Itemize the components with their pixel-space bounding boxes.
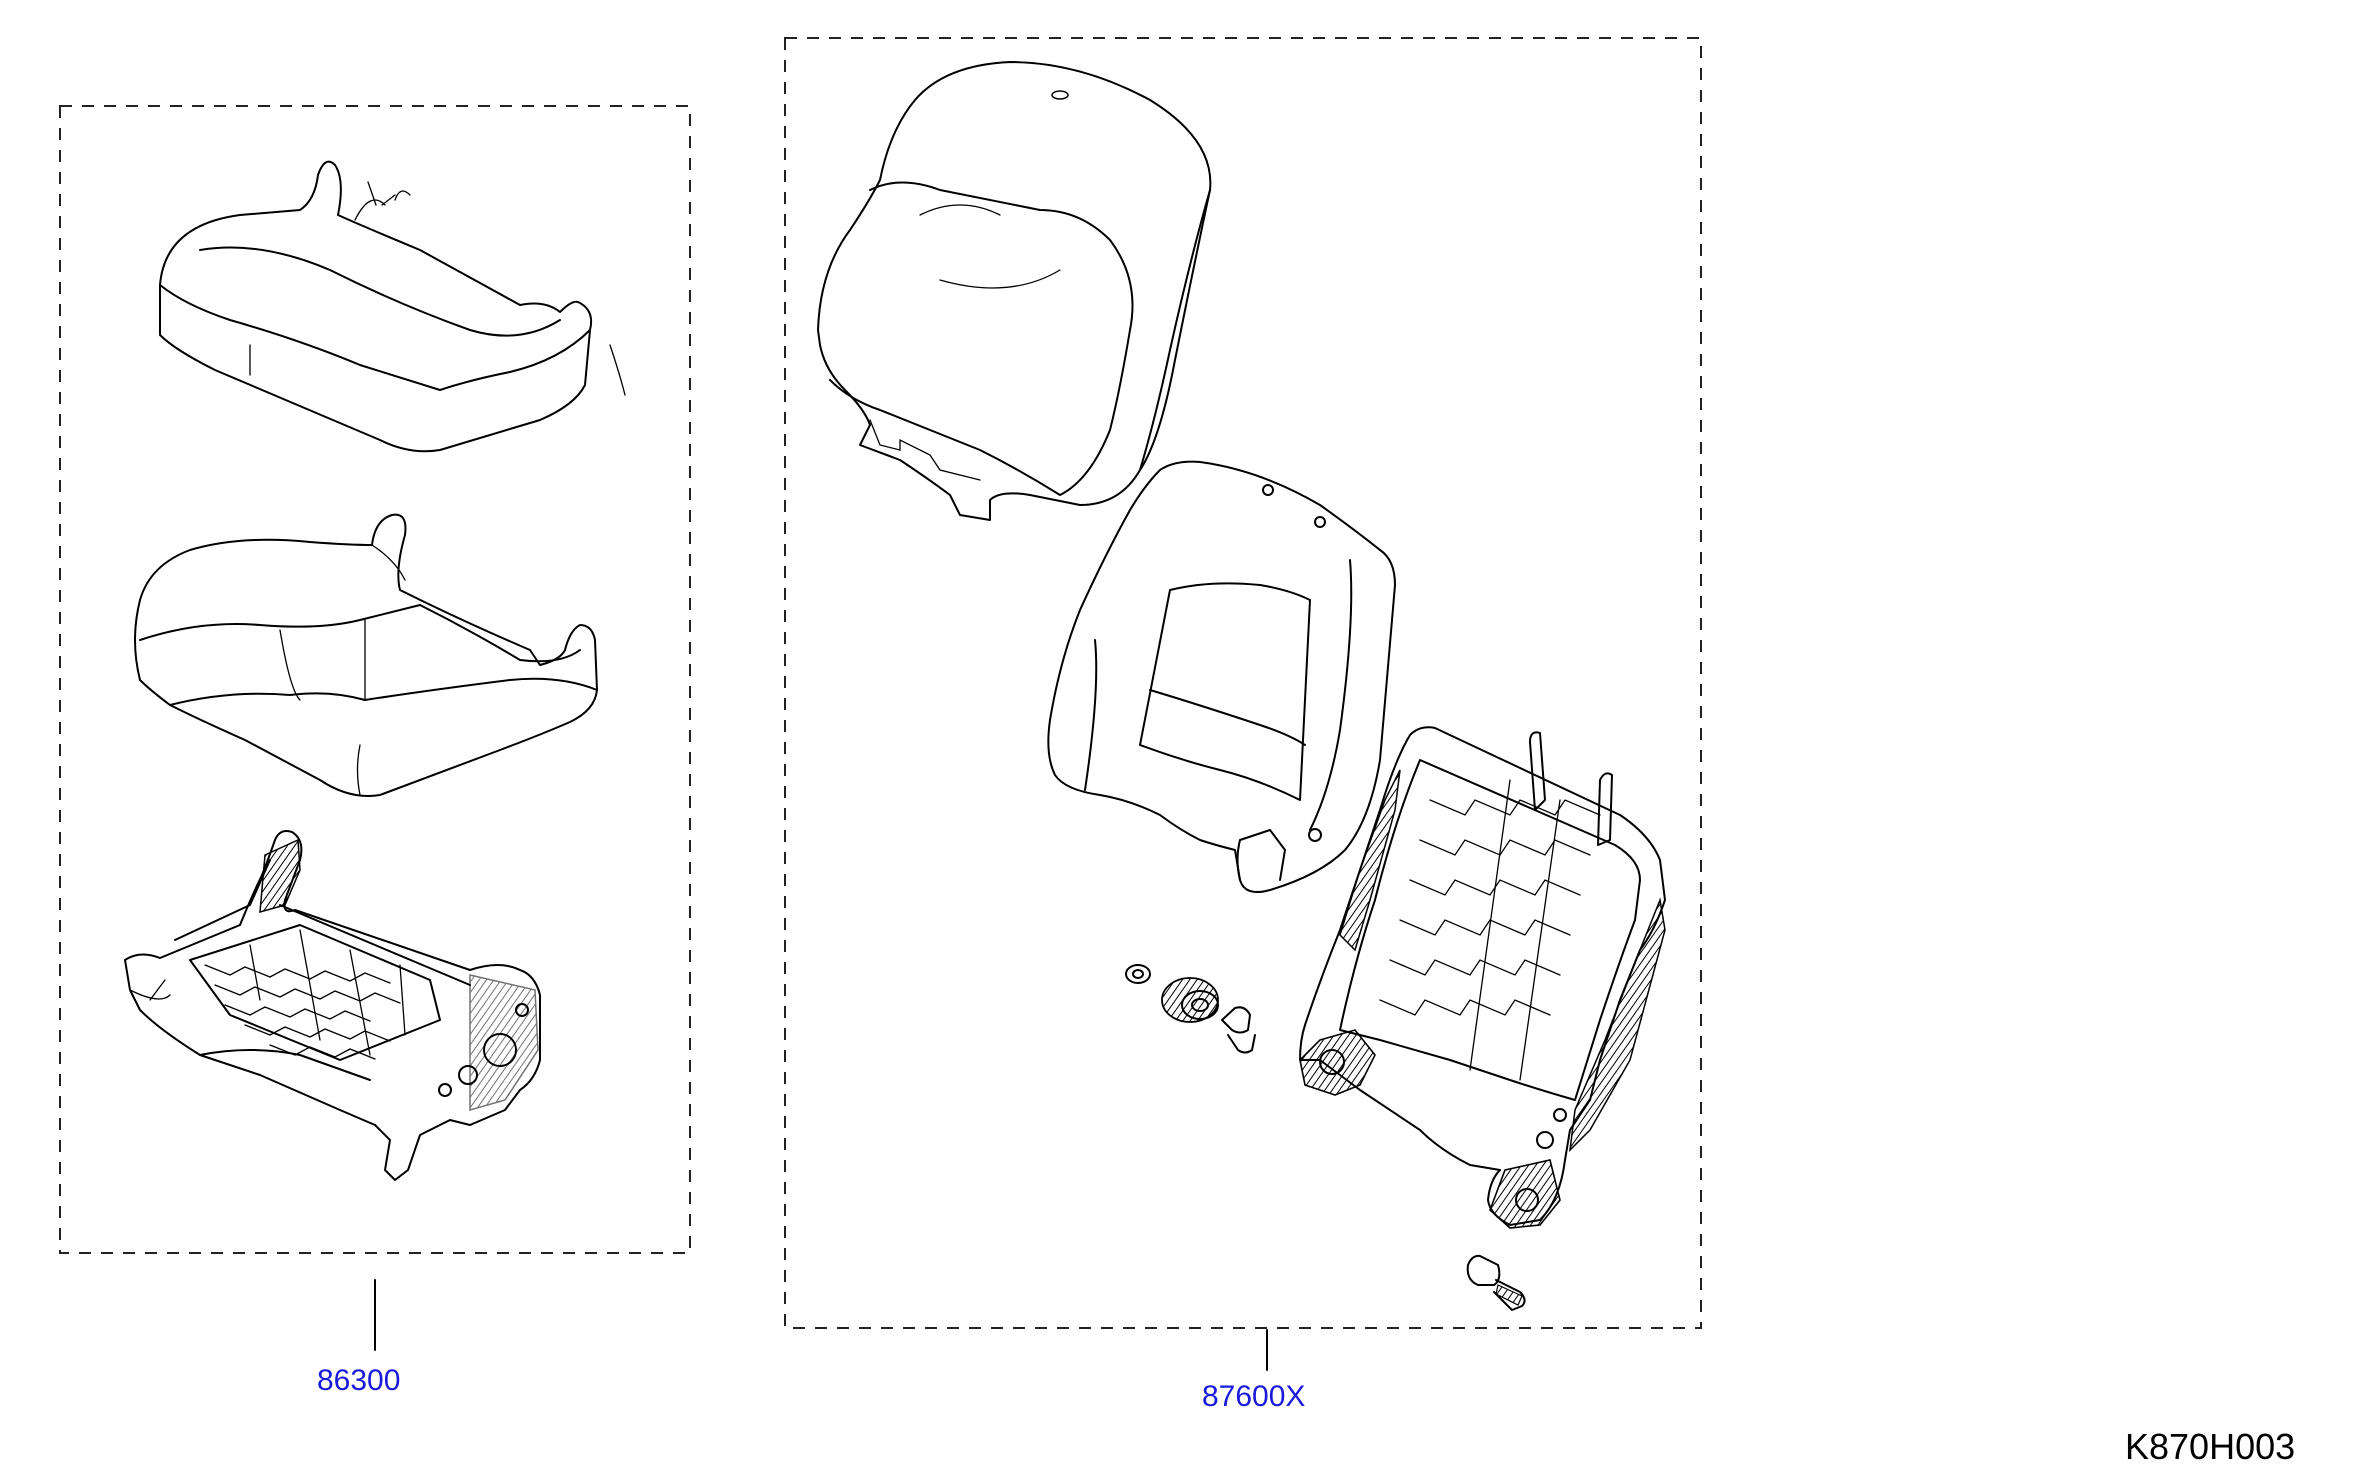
bolt[interactable] — [1466, 1254, 1526, 1311]
cushion-frame[interactable] — [124, 830, 541, 1181]
callout-86300[interactable]: 86300 — [317, 1364, 401, 1397]
group-box-seatback — [784, 37, 1702, 1329]
figure-code: K870H003 — [2125, 1426, 2296, 1467]
seatback-trim-cover[interactable] — [817, 61, 1212, 521]
seatback-pad[interactable] — [1047, 460, 1396, 893]
group-box-cushion — [59, 105, 691, 1254]
cushion-trim-cover[interactable] — [159, 160, 626, 453]
seatback-frame[interactable] — [1299, 726, 1666, 1229]
cushion-pad[interactable] — [134, 513, 598, 797]
recliner-parts[interactable] — [1125, 964, 1256, 1054]
callout-87600X[interactable]: 87600X — [1202, 1380, 1306, 1413]
